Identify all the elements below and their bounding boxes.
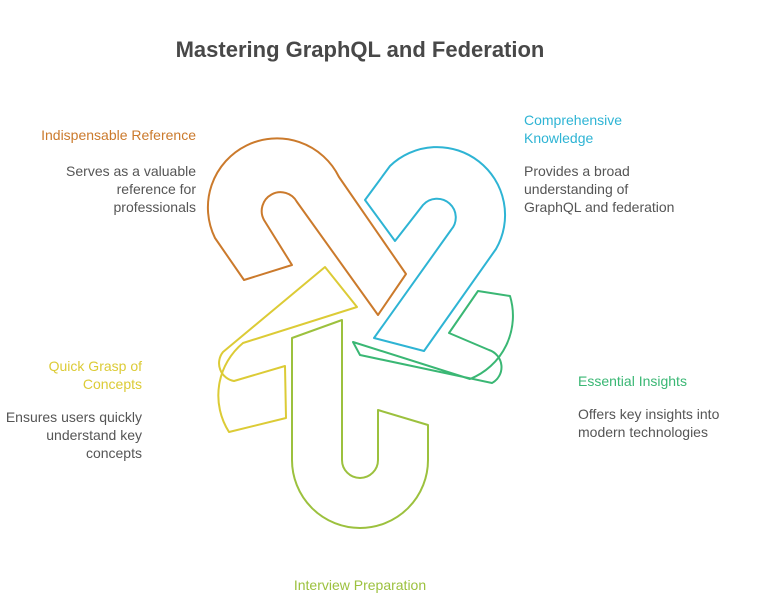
indispensable-desc-line: professionals [113, 199, 197, 215]
indispensable-desc-line: reference for [116, 181, 196, 197]
indispensable-description: Serves as a valuable reference for profe… [0, 162, 196, 216]
interview-label: Interview Preparation [293, 577, 427, 593]
quick-desc-line: Ensures users quickly [5, 409, 142, 425]
quick-label-line: Quick Grasp of [48, 358, 142, 374]
quick-desc-line: concepts [85, 445, 142, 461]
essential-desc-line: Offers key insights into [578, 406, 720, 422]
diagram-title: Mastering GraphQL and Federation [175, 37, 545, 62]
quick-description: Ensures users quickly understand key con… [0, 408, 142, 462]
indispensable-label: Indispensable Reference [41, 127, 196, 143]
comprehensive-label-line: Knowledge [524, 130, 594, 146]
comprehensive-description: Provides a broad understanding of GraphQ… [524, 162, 674, 216]
interview-loop [291, 319, 429, 529]
essential-label: Essential Insights [578, 373, 687, 389]
essential-desc-line: modern technologies [578, 424, 708, 440]
indispensable-desc-line: Serves as a valuable [66, 163, 196, 179]
essential-description: Offers key insights into modern technolo… [578, 405, 719, 441]
quick-label: Quick Grasp of Concepts [0, 357, 142, 393]
comprehensive-desc-line: Provides a broad [524, 163, 630, 179]
quick-desc-line: understand key [46, 427, 142, 443]
quick-label-line: Concepts [82, 376, 142, 392]
essential-loop [352, 290, 514, 384]
comprehensive-loop [364, 146, 507, 352]
indispensable-loop [206, 137, 407, 316]
comprehensive-label-line: Comprehensive [524, 112, 623, 128]
comprehensive-label: Comprehensive Knowledge [524, 111, 622, 147]
comprehensive-desc-line: understanding of [524, 181, 629, 197]
comprehensive-desc-line: GraphQL and federation [524, 199, 675, 215]
quick-loop [217, 266, 358, 433]
